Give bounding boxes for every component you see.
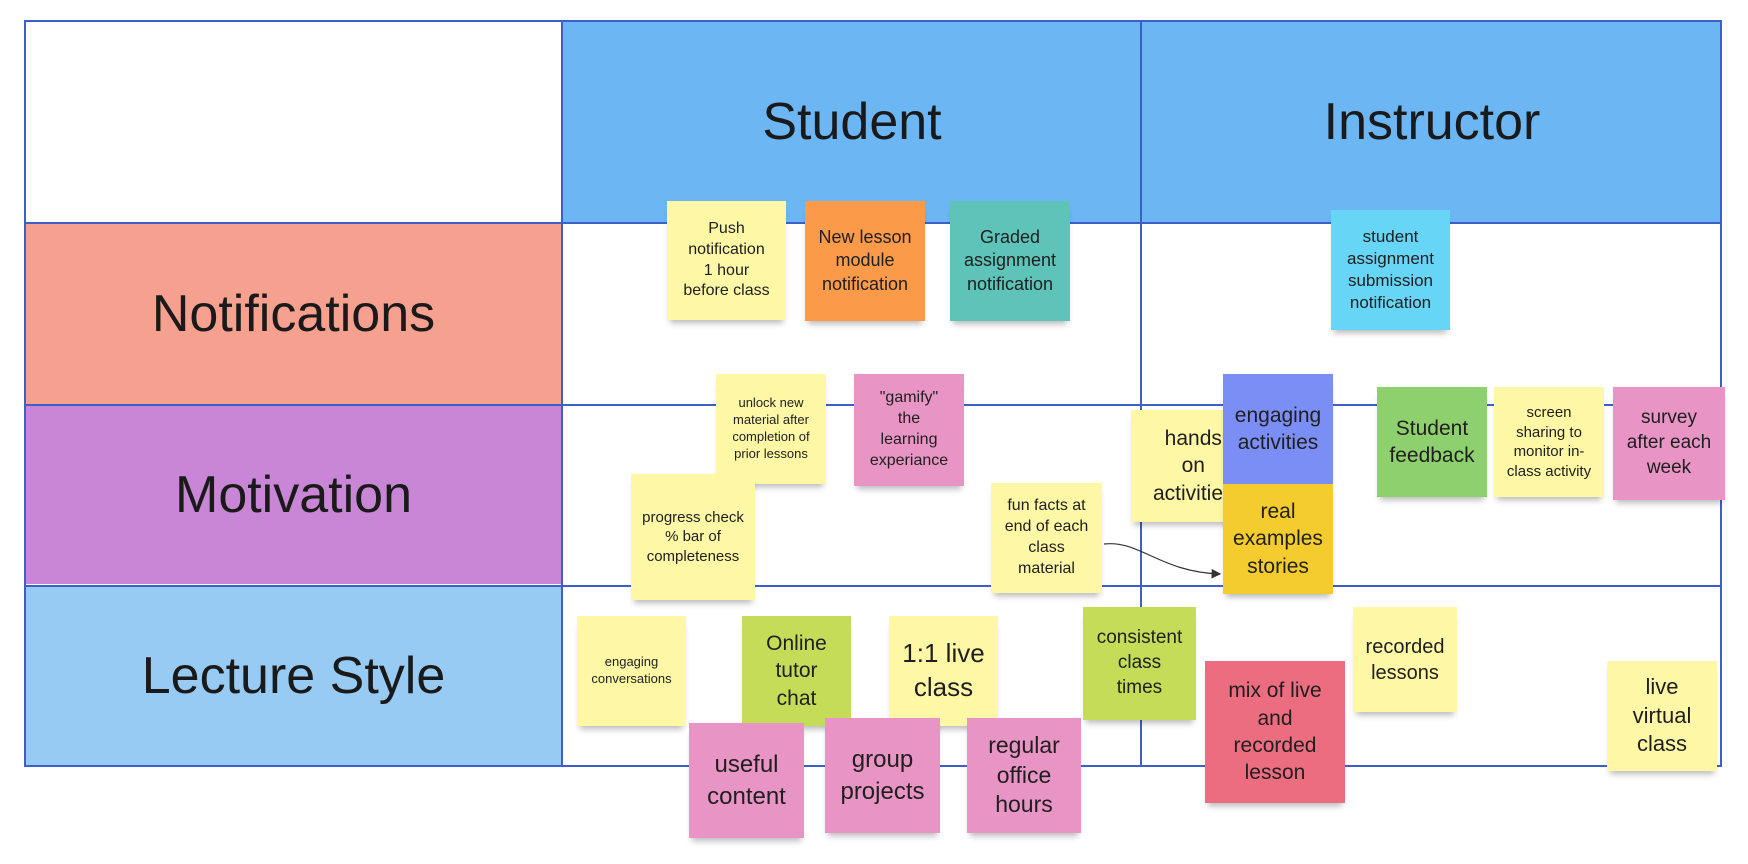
lecture-style-row-header: Lecture Style [25, 587, 562, 765]
sticky-note-gamify[interactable]: "gamify" the learning experiance [854, 374, 964, 486]
sticky-note-fun-facts[interactable]: fun facts at end of each class material [991, 483, 1102, 593]
sticky-note-new-lesson[interactable]: New lesson module notification [805, 201, 925, 321]
notifications-row-header: Notifications [25, 224, 562, 404]
notifications-row-title: Notifications [151, 285, 436, 343]
sticky-note-survey[interactable]: survey after each week [1613, 387, 1725, 500]
sticky-note-push-notification[interactable]: Push notification 1 hour before class [667, 201, 786, 320]
grid-line-column-divider [1140, 20, 1142, 767]
sticky-note-online-tutor[interactable]: Online tutor chat [742, 616, 851, 726]
sticky-note-student-feedback[interactable]: Student feedback [1377, 387, 1487, 497]
sticky-note-screen-sharing[interactable]: screen sharing to monitor in- class acti… [1494, 387, 1604, 497]
sticky-note-engaging-conversations[interactable]: engaging conversations [577, 616, 686, 726]
grid-line-row2-bottom [24, 585, 1722, 587]
sticky-note-progress-check[interactable]: progress check % bar of completeness [631, 474, 755, 600]
sticky-note-recorded-lessons[interactable]: recorded lessons [1353, 607, 1457, 712]
sticky-note-group-projects[interactable]: group projects [825, 718, 940, 833]
student-column-header: Student [562, 22, 1142, 222]
sticky-note-unlock-material[interactable]: unlock new material after completion of … [716, 374, 826, 484]
sticky-note-office-hours[interactable]: regular office hours [967, 718, 1081, 833]
sticky-note-mix-live-recorded[interactable]: mix of live and recorded lesson [1205, 661, 1345, 803]
grid-line-top [24, 20, 1722, 22]
lecture-style-row-title: Lecture Style [141, 647, 446, 705]
motivation-row-header: Motivation [25, 406, 562, 584]
grid-line-left [24, 20, 26, 767]
sticky-note-student-submission[interactable]: student assignment submission notificati… [1331, 210, 1450, 330]
sticky-note-graded-assignment[interactable]: Graded assignment notification [950, 201, 1070, 321]
sticky-note-real-examples[interactable]: real examples stories [1223, 484, 1333, 594]
motivation-row-title: Motivation [175, 466, 412, 524]
instructor-column-header: Instructor [1142, 22, 1722, 222]
student-column-title: Student [762, 93, 942, 151]
sticky-note-consistent-times[interactable]: consistent class times [1083, 607, 1196, 720]
sticky-note-engaging-activities[interactable]: engaging activities [1223, 374, 1333, 484]
grid-line-label-divider [561, 20, 563, 767]
sticky-note-useful-content[interactable]: useful content [689, 723, 804, 838]
sticky-note-live-virtual[interactable]: live virtual class [1607, 661, 1717, 771]
instructor-column-title: Instructor [1323, 93, 1541, 151]
sticky-note-one-on-one[interactable]: 1:1 live class [889, 616, 998, 726]
